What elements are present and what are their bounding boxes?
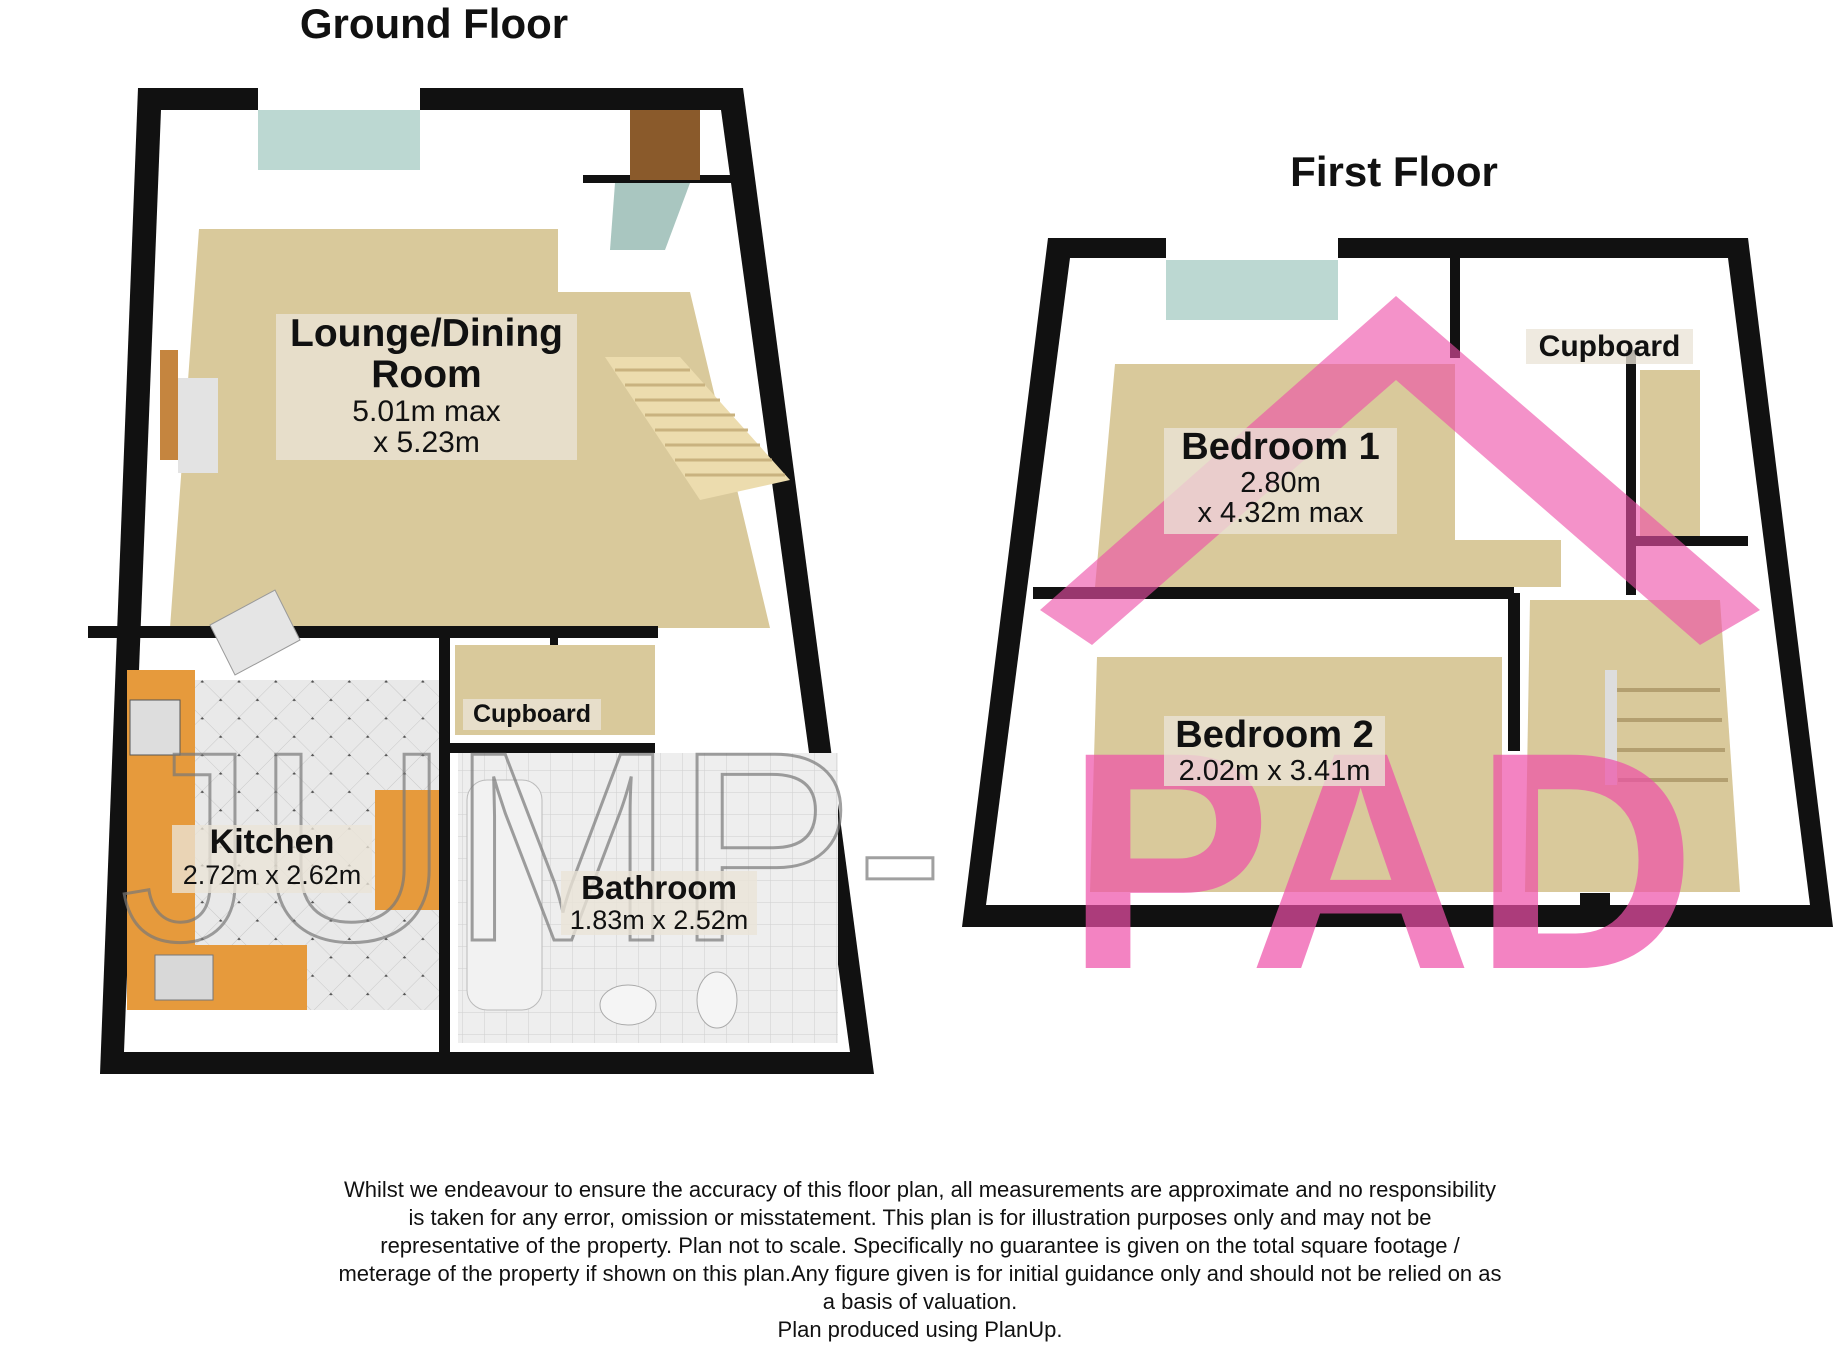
bath [466,779,543,1011]
room-label-kitchen: Kitchen 2.72m x 2.62m [172,823,372,893]
room-label-bedroom-2: Bedroom 2 2.02m x 3.41m [1164,714,1385,787]
disclaimer-line: Plan produced using PlanUp. [777,1317,1063,1342]
disclaimer-line: representative of the property. Plan not… [380,1233,1460,1258]
room-dimensions: x 5.23m [373,426,480,460]
room-dimensions: 1.83m x 2.52m [569,904,749,935]
toilet [696,971,738,1029]
fireplace [160,350,178,460]
room-name: Lounge/Dining [290,312,563,355]
staircase [605,357,790,500]
staircase [1605,670,1728,785]
room-name: Bedroom 2 [1175,714,1374,756]
disclaimer-line: Whilst we endeavour to ensure the accura… [344,1177,1496,1202]
first-floor-title: First Floor [1290,148,1498,195]
disclaimer-line: a basis of valuation. [822,1289,1018,1314]
disclaimer-line: meterage of the property if shown on thi… [338,1261,1502,1286]
ground-floor-title: Ground Floor [299,0,569,47]
room-name: Room [371,352,482,396]
room-name: Bathroom [581,869,737,906]
room-name: Cupboard [1538,330,1681,363]
sink [154,954,214,1001]
room-label-cupboard: Cupboard [463,699,601,730]
room-dimensions: 2.72m x 2.62m [182,859,362,890]
room-dimensions: x 4.32m max [1197,497,1364,530]
disclaimer: Whilst we endeavour to ensure the accura… [220,1176,1620,1344]
disclaimer-line: is taken for any error, omission or miss… [408,1205,1432,1230]
room-dimensions: 5.01m max [352,394,501,428]
front-door [630,110,700,180]
room-dimensions: 2.02m x 3.41m [1178,754,1371,787]
basin [599,984,657,1026]
room-label-lounge: Lounge/Dining Room 5.01m max x 5.23m [276,312,577,460]
hob [129,699,181,756]
room-name: Kitchen [209,823,335,861]
room-label-cupboard-first: Cupboard [1526,329,1693,364]
room-dimensions: 2.80m [1240,466,1321,499]
room-label-bathroom: Bathroom 1.83m x 2.52m [561,869,757,935]
landing-floor [1525,600,1740,892]
room-name: Cupboard [472,700,592,728]
room-name: Bedroom 1 [1181,426,1380,468]
room-label-bedroom-1: Bedroom 1 2.80m x 4.32m max [1164,426,1397,534]
